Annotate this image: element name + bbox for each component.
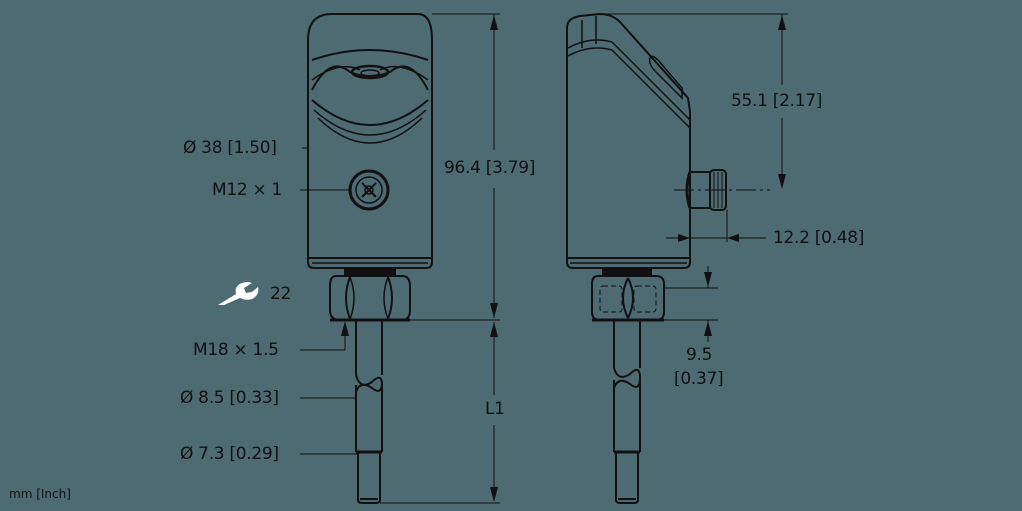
probe-diameter-label: Ø 8.5 [0.33] — [180, 388, 279, 408]
m12-connector-front — [348, 169, 390, 211]
probe-front — [355, 320, 383, 504]
hex-nut-side — [591, 275, 665, 322]
side-view-housing — [566, 12, 691, 275]
tip-diameter-label: Ø 7.3 [0.29] — [180, 444, 279, 464]
probe-length-label: L1 — [485, 399, 505, 419]
wrench-size-label: 22 — [270, 284, 292, 304]
side-dimension-lines — [600, 13, 788, 342]
front-arrows — [341, 15, 498, 502]
connector-thread-label: M12 × 1 — [212, 180, 283, 200]
total-height-label: 96.4 [3.79] — [444, 158, 536, 178]
wrench-icon — [218, 282, 259, 305]
probe-side — [613, 320, 641, 504]
process-thread-label: M18 × 1.5 — [193, 340, 279, 360]
nut-height-in-label: [0.37] — [674, 369, 724, 389]
nut-height-mm-label: 9.5 — [686, 345, 713, 365]
connector-height-label: 55.1 [2.17] — [731, 91, 823, 111]
body-diameter-label: Ø 38 [1.50] — [183, 138, 277, 158]
units-label: mm [Inch] — [9, 487, 71, 501]
connector-depth-label: 12.2 [0.48] — [773, 228, 865, 248]
front-view-housing — [307, 13, 433, 275]
hex-nut-front — [329, 275, 411, 322]
side-arrows — [678, 15, 786, 336]
